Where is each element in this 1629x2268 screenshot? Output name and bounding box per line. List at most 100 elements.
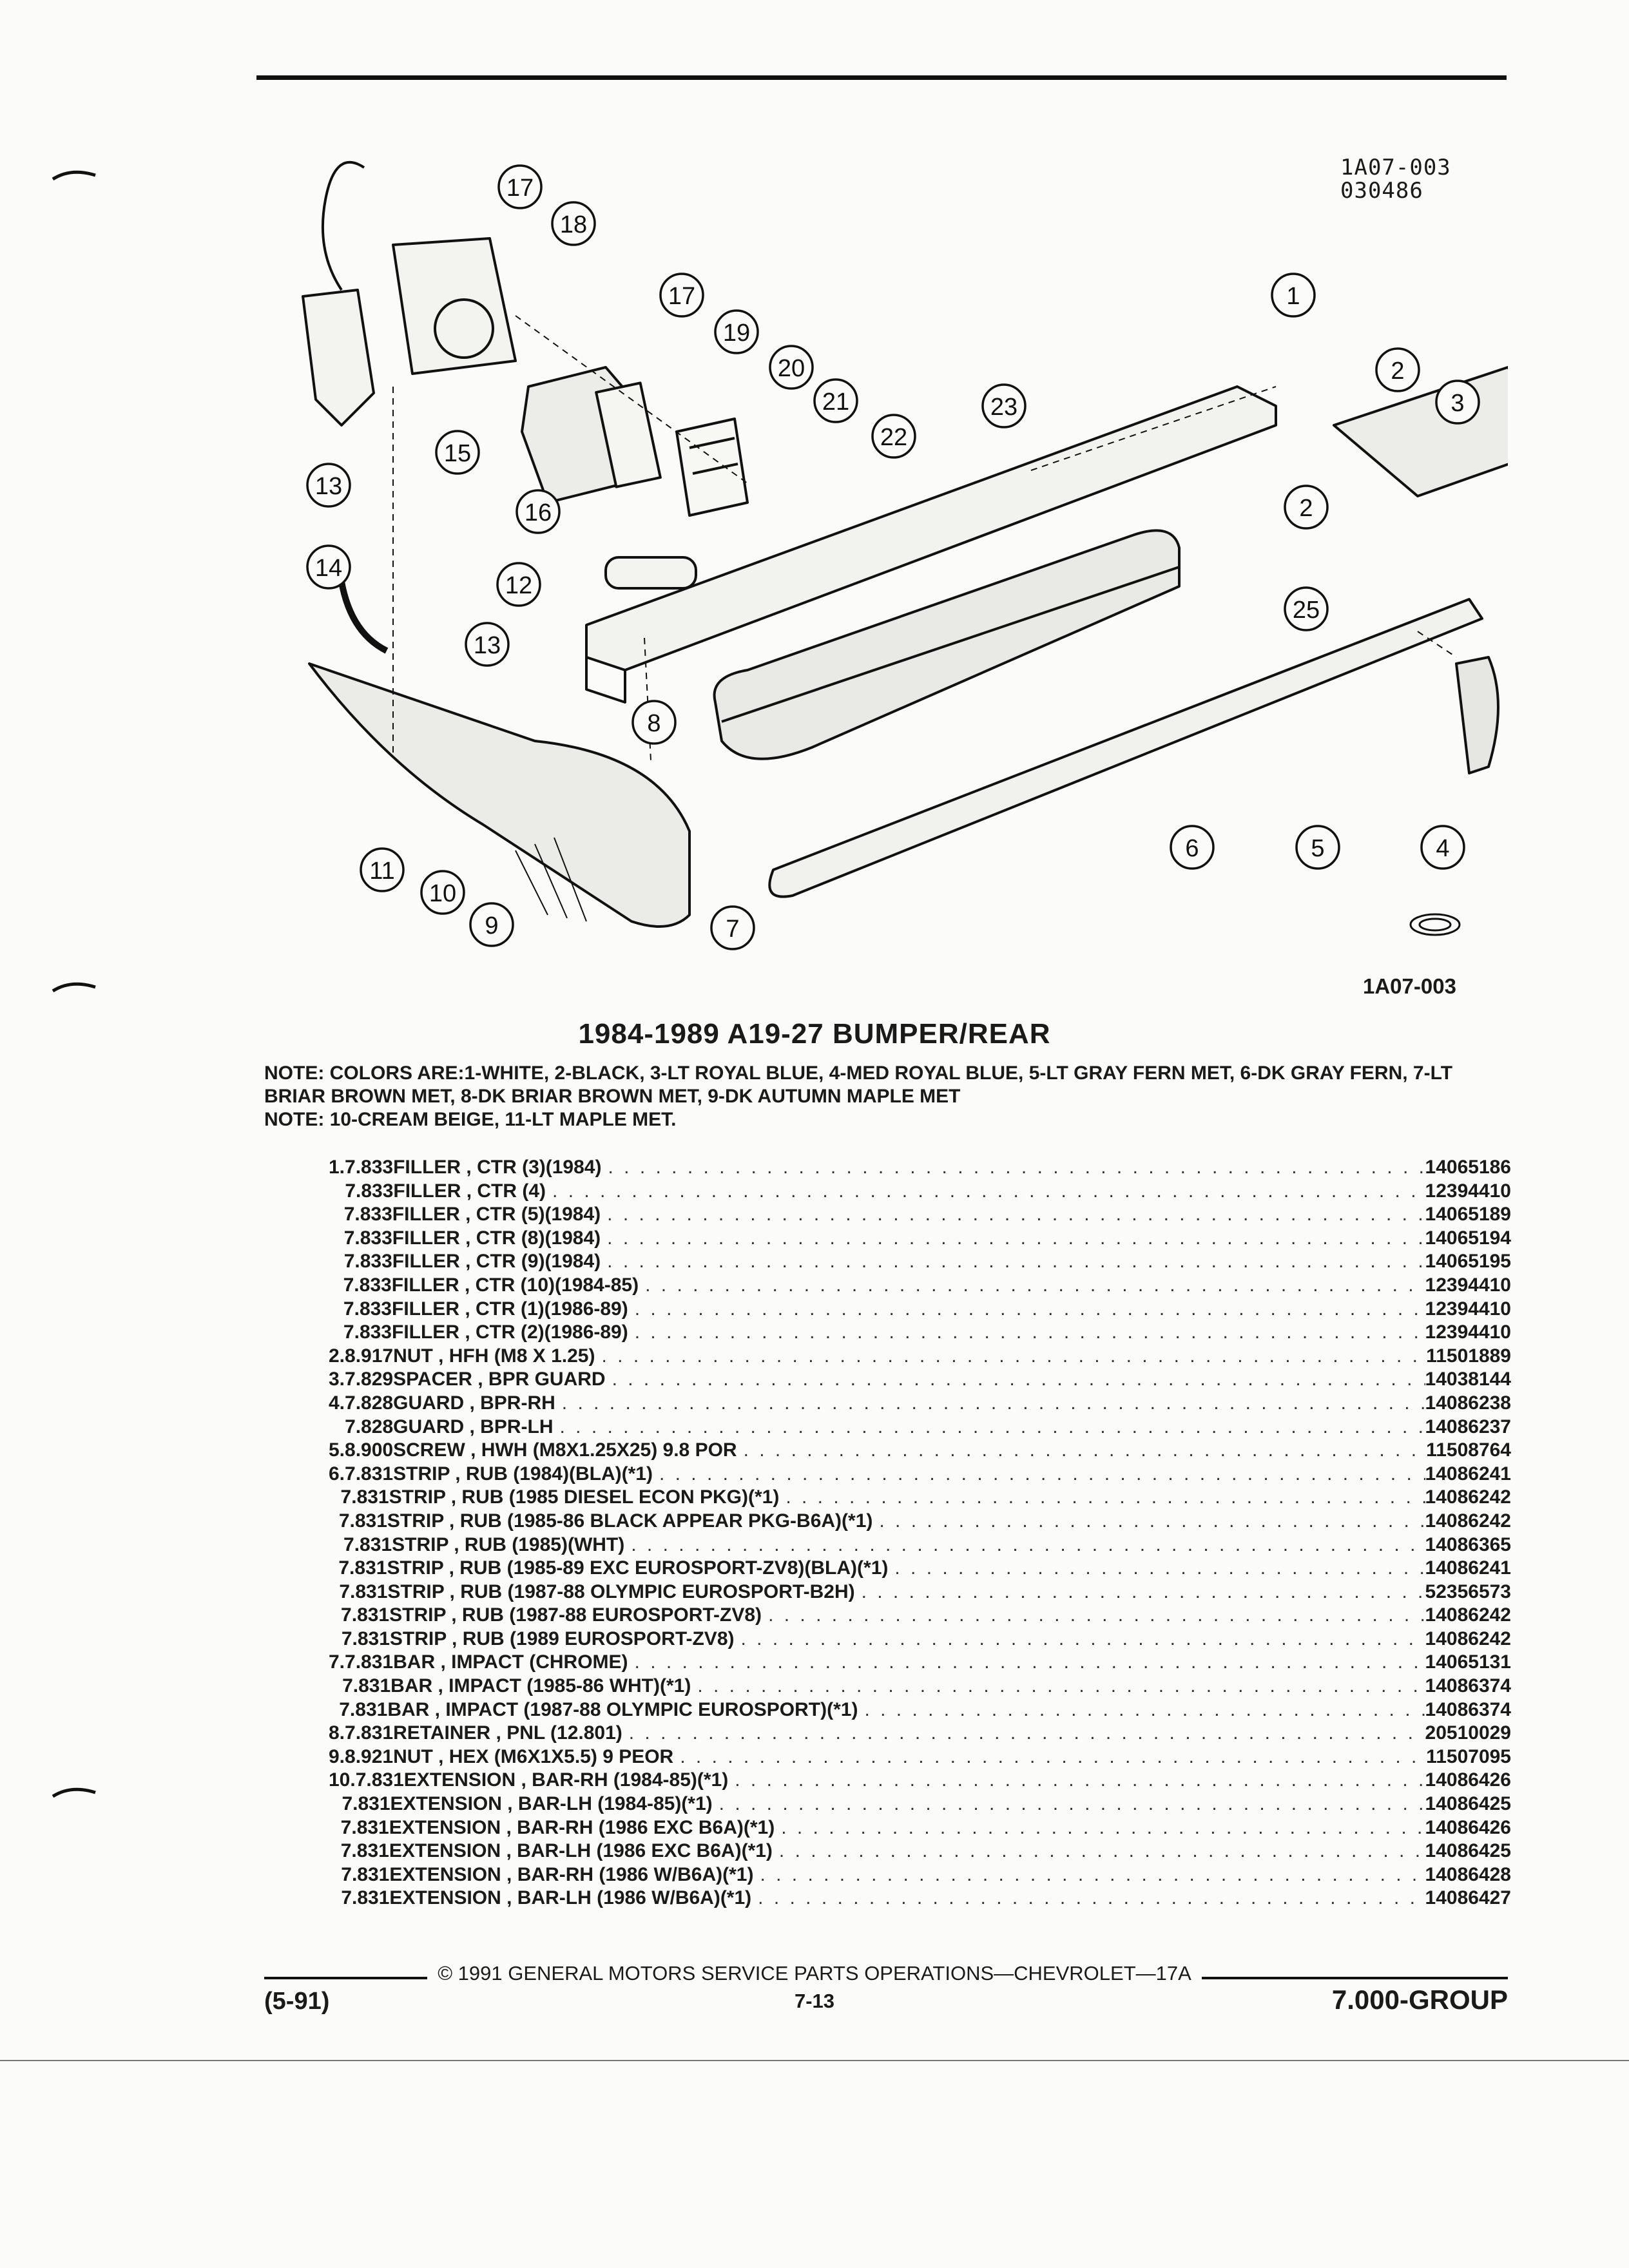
part-group-number: 7.831 <box>338 1510 387 1532</box>
part-number: 14065189 <box>1425 1204 1511 1225</box>
callout-number: 17 <box>668 283 695 310</box>
leader-dots <box>601 1345 1426 1367</box>
callout-1: 1 <box>1271 273 1316 318</box>
part-group-number: 7.831 <box>342 1793 390 1815</box>
callout-21: 21 <box>813 378 858 423</box>
part-ref-number: 5. <box>329 1439 345 1461</box>
leader-dots <box>741 1628 1425 1650</box>
callout-number: 20 <box>778 355 805 382</box>
leader-dots <box>560 1416 1425 1438</box>
callout-number: 1 <box>1286 283 1300 310</box>
callout-number: 21 <box>822 389 849 416</box>
part-ref-number: 2. <box>329 1345 345 1367</box>
shim-stack <box>675 418 749 517</box>
callout-11: 11 <box>360 847 405 892</box>
callout-number: 17 <box>506 175 534 202</box>
callout-14: 14 <box>306 544 351 590</box>
leader-dots <box>645 1274 1425 1296</box>
callout-22: 22 <box>871 414 916 459</box>
callout-19: 19 <box>714 309 759 354</box>
part-description: FILLER , CTR (3)(1984) <box>393 1157 602 1178</box>
left-bar-extension <box>308 662 691 928</box>
callout-10: 10 <box>420 870 465 915</box>
leader-dots <box>760 1864 1425 1886</box>
part-description: RETAINER , PNL (12.801) <box>393 1722 622 1744</box>
part-group-number: 7.831 <box>340 1840 389 1862</box>
illustration-code-bottom: 1A07-003 <box>1363 974 1456 998</box>
part-description: FILLER , CTR (4) <box>393 1180 546 1202</box>
brace <box>337 573 389 654</box>
part-number: 14065195 <box>1425 1251 1511 1273</box>
note-colors: NOTE: COLORS ARE:1-WHITE, 2-BLACK, 3-LT … <box>264 1062 1453 1107</box>
part-number: 14086426 <box>1425 1816 1511 1838</box>
part-group-number: 7.831 <box>345 1651 394 1673</box>
leader-dots <box>562 1392 1425 1414</box>
part-number: 14086241 <box>1425 1557 1511 1579</box>
part-group-number: 7.831 <box>338 1557 387 1579</box>
part-group-number: 7.831 <box>343 1533 392 1555</box>
part-group-number: 7.833 <box>345 1157 394 1178</box>
leader-dots <box>781 1817 1425 1839</box>
part-ref-number: 4. <box>329 1392 345 1414</box>
part-description: STRIP , RUB (1985 DIESEL ECON PKG)(*1) <box>389 1486 780 1508</box>
callout-number: 18 <box>560 211 587 238</box>
part-ref-number: 6. <box>329 1463 345 1485</box>
top-rule <box>256 75 1507 80</box>
part-group-number: 7.833 <box>343 1321 392 1343</box>
leader-dots <box>879 1510 1425 1532</box>
bumper-pad <box>604 556 697 590</box>
part-description: GUARD , BPR-RH <box>393 1392 555 1414</box>
callout-12: 12 <box>496 562 541 607</box>
callout-13: 13 <box>465 622 510 667</box>
part-description: BAR , IMPACT (1985-86 WHT)(*1) <box>390 1675 691 1697</box>
extension-ribs <box>515 837 587 922</box>
callout-5: 5 <box>1295 825 1340 870</box>
part-ref-number: 8. <box>329 1722 345 1744</box>
margin-mark <box>52 982 96 993</box>
part-description: EXTENSION , BAR-LH (1984-85)(*1) <box>390 1793 713 1815</box>
callout-number: 23 <box>990 394 1017 421</box>
part-number: 14086365 <box>1425 1533 1511 1555</box>
leader-dots <box>894 1557 1425 1579</box>
part-group-number: 7.831 <box>341 1604 390 1626</box>
leader-dots <box>552 1180 1425 1202</box>
part-number: 14065131 <box>1425 1651 1511 1673</box>
part-number: 14086425 <box>1425 1793 1511 1815</box>
part-group-number: 7.831 <box>340 1486 389 1508</box>
impact-bar-crease <box>721 566 1180 723</box>
callout-9: 9 <box>469 902 514 947</box>
note-colors-continued: NOTE: 10-CREAM BEIGE, 11-LT MAPLE MET. <box>264 1109 677 1130</box>
callout-number: 12 <box>505 572 532 599</box>
part-number: 20510029 <box>1425 1722 1511 1744</box>
group-number: 7.000-GROUP <box>1331 1984 1508 2015</box>
part-number: 14086426 <box>1425 1769 1511 1791</box>
part-description: BAR , IMPACT (1987-88 OLYMPIC EUROSPORT)… <box>387 1698 858 1720</box>
part-group-number: 8.921 <box>345 1745 394 1767</box>
part-group-number: 7.831 <box>355 1769 404 1791</box>
leader-dots <box>768 1604 1425 1626</box>
callout-number: 13 <box>315 473 342 500</box>
part-description: FILLER , CTR (1)(1986-89) <box>392 1298 628 1320</box>
center-filler-edge <box>585 657 626 704</box>
part-description: STRIP , RUB (1985-86 BLACK APPEAR PKG-B6… <box>387 1510 873 1532</box>
margin-mark <box>52 1787 96 1798</box>
callout-3: 3 <box>1435 380 1480 425</box>
leader-dots <box>862 1581 1425 1603</box>
callout-number: 13 <box>474 632 501 659</box>
part-group-number: 7.831 <box>340 1816 389 1838</box>
part-group-number: 7.829 <box>345 1369 394 1390</box>
illustration-date-code: 030486 <box>1340 178 1423 204</box>
callout-number: 2 <box>1391 358 1404 385</box>
part-group-number: 7.831 <box>341 1863 390 1885</box>
